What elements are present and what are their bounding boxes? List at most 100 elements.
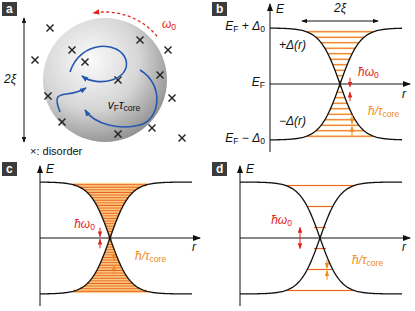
diameter-dimension bbox=[24, 18, 25, 142]
panel-letter: d bbox=[216, 162, 223, 176]
spacing-marker bbox=[100, 228, 101, 249]
subscript: F bbox=[233, 137, 238, 147]
text-run: E bbox=[246, 162, 254, 176]
disorder-cross bbox=[32, 57, 39, 64]
subscript: core bbox=[150, 255, 167, 265]
text-run: ħω bbox=[358, 65, 374, 79]
vortex-core-sphere bbox=[43, 18, 167, 142]
energy-level bbox=[306, 135, 373, 138]
axis-label: r bbox=[402, 88, 406, 102]
text-run: v bbox=[108, 98, 114, 112]
energy-level bbox=[328, 113, 352, 116]
disorder-cross bbox=[115, 131, 122, 138]
text-run: ħ/τ bbox=[368, 104, 383, 118]
spacing-label: ħω0 bbox=[358, 66, 379, 81]
disorder-cross bbox=[165, 47, 172, 54]
disorder-cross bbox=[45, 93, 52, 100]
subscript: 0 bbox=[90, 223, 95, 233]
electron-trajectory bbox=[57, 88, 86, 112]
subscript: F bbox=[114, 104, 119, 114]
energy-level bbox=[325, 118, 355, 121]
energy-level bbox=[333, 63, 347, 66]
disorder-cross bbox=[169, 95, 176, 102]
gap-curve-upper bbox=[40, 182, 192, 238]
rotation-arrow bbox=[93, 12, 157, 36]
text-run: 2ξ bbox=[334, 1, 346, 15]
energy-level bbox=[286, 289, 355, 292]
energy-label: EF + Δ0 bbox=[225, 20, 265, 35]
broadening-label: ħ/τcore bbox=[135, 250, 166, 265]
curve-label: −Δ(r) bbox=[279, 115, 306, 129]
axis-label: E bbox=[46, 163, 54, 177]
text-run: E bbox=[225, 19, 233, 33]
gap-curve-lower bbox=[40, 238, 192, 294]
gap-curve-lower bbox=[270, 84, 402, 140]
disorder-cross bbox=[137, 37, 144, 44]
subscript: 0 bbox=[171, 23, 176, 33]
spacing-label: ħω0 bbox=[74, 218, 95, 233]
energy-label: EF bbox=[252, 76, 265, 91]
text-run: r bbox=[402, 240, 406, 254]
width-dimension bbox=[302, 21, 378, 22]
gap-curve-upper bbox=[240, 182, 402, 238]
text-run: r bbox=[402, 87, 406, 101]
text-run: 2ξ bbox=[4, 72, 16, 86]
text-run: E bbox=[276, 2, 284, 16]
energy-axis bbox=[240, 166, 241, 306]
energy-axis bbox=[270, 4, 271, 152]
disorder-cross bbox=[47, 25, 54, 32]
text-run: ħ/τ bbox=[135, 249, 150, 263]
text-run: τ bbox=[119, 98, 124, 112]
text-run: ħω bbox=[74, 217, 90, 231]
axis-label: r bbox=[402, 241, 406, 255]
spacing-marker bbox=[114, 251, 115, 274]
energy-level bbox=[307, 205, 332, 208]
text-run: + Δ bbox=[238, 19, 260, 33]
gap-curve-upper bbox=[270, 28, 402, 84]
energy-level bbox=[316, 36, 364, 39]
mean-free-path-label: vFτcore bbox=[108, 99, 141, 114]
subscript: core bbox=[367, 259, 384, 269]
spacing-marker bbox=[327, 259, 328, 280]
panel-label: a bbox=[2, 2, 17, 16]
panel-label: d bbox=[212, 162, 227, 176]
text-run: E bbox=[252, 75, 260, 89]
text-run: r bbox=[192, 240, 196, 254]
panel-letter: c bbox=[6, 162, 13, 176]
energy-level bbox=[328, 52, 352, 55]
panel-c bbox=[40, 166, 200, 306]
text-run: E bbox=[46, 162, 54, 176]
spacing-marker bbox=[350, 78, 351, 102]
energy-level bbox=[335, 96, 345, 99]
broadening-label: ħ/τcore bbox=[352, 254, 383, 269]
text-run: − Δ bbox=[238, 131, 260, 145]
electron-trajectory bbox=[70, 46, 127, 81]
text-run: ω bbox=[162, 17, 171, 31]
axis-label: E bbox=[276, 3, 284, 17]
energy-level bbox=[321, 124, 359, 127]
broadening-label: ħ/τcore bbox=[368, 105, 399, 120]
subscript: 0 bbox=[260, 25, 265, 35]
energy-level bbox=[331, 58, 350, 61]
electron-trajectory bbox=[85, 70, 157, 127]
gap-curve-lower bbox=[240, 238, 402, 294]
legend-note: ×: disorder bbox=[30, 145, 82, 158]
energy-level bbox=[333, 102, 347, 105]
radius-axis bbox=[240, 238, 410, 239]
spacing-marker bbox=[352, 115, 353, 136]
disorder-cross bbox=[82, 59, 89, 66]
axis-label: E bbox=[246, 163, 254, 177]
curve-label: +Δ(r) bbox=[279, 39, 306, 53]
text-run: ×: disorder bbox=[30, 145, 82, 157]
energy-level bbox=[286, 184, 355, 187]
dimension-label: 2ξ bbox=[4, 73, 16, 87]
text-run: +Δ(r) bbox=[279, 38, 306, 52]
energy-level bbox=[325, 47, 355, 50]
subscript: 0 bbox=[374, 71, 379, 81]
panel-d bbox=[240, 166, 410, 306]
subscript: core bbox=[383, 110, 400, 120]
panel-letter: a bbox=[6, 2, 13, 16]
text-run: ħ/τ bbox=[352, 253, 367, 267]
panel-letter: b bbox=[216, 2, 223, 16]
text-run: −Δ(r) bbox=[279, 114, 306, 128]
